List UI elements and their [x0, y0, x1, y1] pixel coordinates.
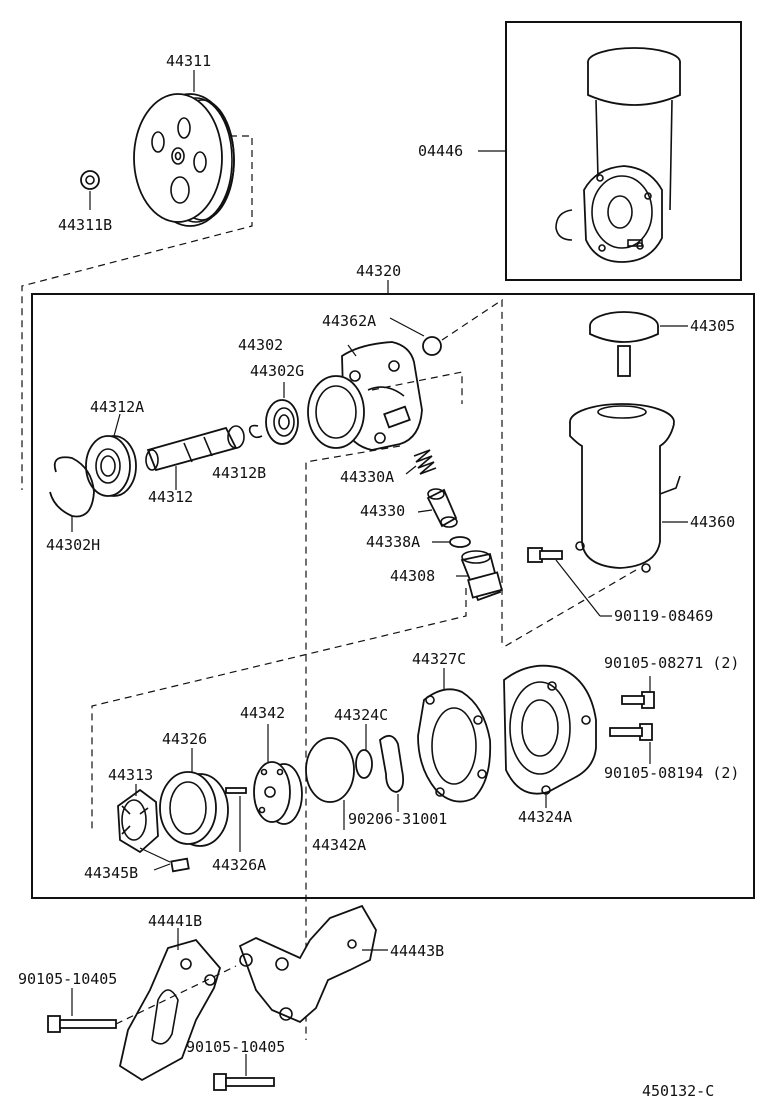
label-44360: 44360 — [690, 513, 735, 531]
rotor-drawing — [117, 788, 159, 854]
label-44330a: 44330A — [340, 468, 394, 486]
label-44305: 44305 — [690, 317, 735, 335]
oring-drawing — [422, 336, 442, 356]
pump-cover-drawing — [503, 664, 597, 795]
bolt-drawing — [527, 547, 563, 563]
label-44302: 44302 — [238, 336, 283, 354]
label-44312b: 44312B — [212, 464, 266, 482]
cover-bolts-drawing — [609, 691, 655, 741]
label-90105-10405-left: 90105-10405 — [18, 970, 117, 988]
valve-drawing — [426, 488, 458, 528]
reservoir-cap-drawing — [589, 311, 659, 377]
label-44441b: 44441B — [148, 912, 202, 930]
label-44342: 44342 — [240, 704, 285, 722]
pump-housing-drawing — [307, 341, 423, 451]
large-oring-drawing — [305, 737, 355, 803]
label-44326: 44326 — [162, 730, 207, 748]
bracket-44443b-drawing — [238, 904, 377, 1024]
shaft-drawing — [145, 425, 245, 472]
label-44327c: 44327C — [412, 650, 466, 668]
snap-ring-drawing — [49, 456, 95, 518]
union-fitting-drawing — [460, 550, 503, 602]
label-44324a: 44324A — [518, 808, 572, 826]
label-44312a: 44312A — [90, 398, 144, 416]
reservoir-tank-drawing — [501, 403, 681, 649]
label-44313: 44313 — [108, 766, 153, 784]
bracket-bolts-drawing — [47, 1015, 275, 1091]
label-44311: 44311 — [166, 52, 211, 70]
label-90206-31001: 90206-31001 — [348, 810, 447, 828]
label-44302h: 44302H — [46, 536, 100, 554]
cover-seal-drawing — [379, 734, 405, 793]
label-44330: 44330 — [360, 502, 405, 520]
label-44311b: 44311B — [58, 216, 112, 234]
gasket-drawing — [417, 688, 492, 803]
label-44312: 44312 — [148, 488, 193, 506]
label-44302g: 44302G — [250, 362, 304, 380]
reservoir-inset-drawing — [555, 47, 681, 263]
illustration-code: 450132-C — [642, 1082, 714, 1100]
part-labels: 44311 44311B 04446 44320 44362A 44302 44… — [18, 52, 739, 1100]
nut-drawing — [80, 170, 100, 190]
label-44443b: 44443B — [390, 942, 444, 960]
bracket-44441b-drawing — [118, 938, 222, 1082]
label-04446: 04446 — [418, 142, 463, 160]
label-90105-08271: 90105-08271 (2) — [604, 654, 739, 672]
bearing-drawing — [85, 435, 137, 497]
label-44308: 44308 — [390, 567, 435, 585]
side-plate-drawing — [253, 761, 303, 825]
pump-assembly-frame — [31, 293, 755, 899]
label-44326a: 44326A — [212, 856, 266, 874]
label-44345b: 44345B — [84, 864, 138, 882]
label-90105-08194: 90105-08194 (2) — [604, 764, 739, 782]
spring-drawing — [413, 449, 437, 475]
label-44320: 44320 — [356, 262, 401, 280]
label-90105-10405-bottom: 90105-10405 — [186, 1038, 285, 1056]
seal-drawing — [265, 399, 299, 445]
cam-ring-drawing — [159, 771, 229, 847]
label-44342a: 44342A — [312, 836, 366, 854]
pulley-drawing — [133, 93, 235, 227]
label-44324c: 44324C — [334, 706, 388, 724]
label-44362a: 44362A — [322, 312, 376, 330]
label-90119-08469: 90119-08469 — [614, 607, 713, 625]
vane-drawing — [170, 857, 190, 873]
label-44338a: 44338A — [366, 533, 420, 551]
